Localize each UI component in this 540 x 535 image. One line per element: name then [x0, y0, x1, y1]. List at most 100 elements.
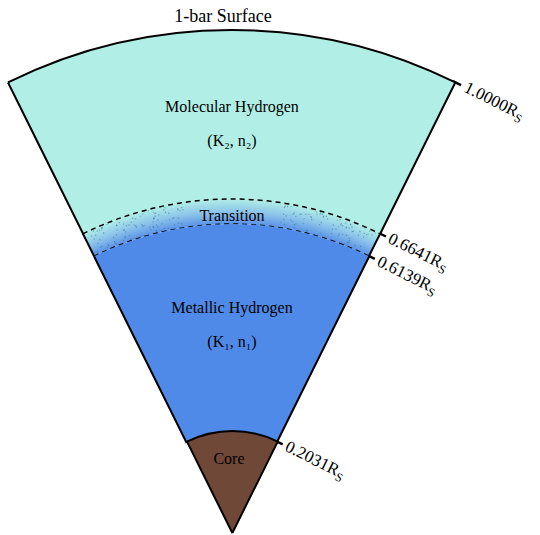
speckle: [346, 227, 347, 228]
speckle: [333, 224, 334, 225]
speckle: [353, 231, 354, 232]
speckle: [285, 206, 286, 207]
speckle: [123, 240, 124, 241]
speckle: [291, 206, 292, 207]
speckle: [132, 218, 133, 219]
speckle: [352, 231, 353, 232]
layer-outline: [94, 256, 369, 443]
speckle: [320, 213, 321, 214]
speckle: [341, 224, 342, 225]
speckle: [125, 231, 126, 232]
speckle: [326, 216, 327, 217]
speckle: [107, 247, 108, 248]
speckle: [358, 234, 359, 235]
speckle: [355, 245, 356, 246]
core-region: Core: [184, 428, 281, 535]
speckle: [346, 234, 347, 235]
speckle: [153, 226, 154, 227]
speckle: [135, 218, 136, 219]
speckle: [360, 246, 361, 247]
speckle: [304, 218, 305, 219]
speckle: [103, 232, 104, 233]
speckle: [144, 225, 145, 226]
speckle: [332, 229, 333, 230]
speckle: [345, 222, 346, 223]
speckle: [116, 225, 117, 226]
speckle: [155, 216, 156, 217]
speckle: [316, 211, 317, 212]
speckle: [99, 230, 100, 231]
speckle: [351, 224, 352, 225]
speckle: [306, 213, 307, 214]
speckle: [349, 240, 350, 241]
speckle: [319, 224, 320, 225]
speckle: [349, 227, 350, 228]
speckle: [303, 223, 304, 224]
speckle: [148, 210, 149, 211]
speckle: [169, 213, 170, 214]
speckle: [181, 223, 182, 224]
speckle: [321, 222, 322, 223]
speckle: [341, 242, 342, 243]
speckle: [320, 233, 321, 234]
speckle: [129, 224, 130, 225]
speckle: [126, 225, 127, 226]
speckle: [369, 230, 370, 231]
speckle: [293, 214, 294, 215]
speckle: [123, 223, 124, 224]
layer-outline: [187, 431, 278, 533]
speckle: [141, 235, 142, 236]
speckle: [142, 226, 143, 227]
speckle: [342, 234, 343, 235]
layer-shape: [91, 221, 372, 446]
speckle: [158, 226, 159, 227]
speckle: [352, 226, 353, 227]
speckle: [94, 238, 95, 239]
speckle: [309, 214, 310, 215]
speckle: [291, 219, 292, 220]
layer-name: Core: [213, 450, 244, 468]
speckle: [183, 209, 184, 210]
speckle: [338, 226, 339, 227]
speckle: [149, 226, 150, 227]
speckle: [366, 234, 367, 235]
speckle: [153, 226, 154, 227]
layer-fill: [187, 431, 278, 533]
speckle: [115, 241, 116, 242]
speckle: [93, 230, 94, 231]
speckle: [98, 250, 99, 251]
speckle: [163, 209, 164, 210]
speckle: [293, 221, 294, 222]
speckle: [177, 208, 178, 209]
layer-parameters: (K₁, n₁): [207, 333, 256, 351]
speckle: [162, 223, 163, 224]
speckle: [159, 214, 160, 215]
speckle: [136, 225, 137, 226]
speckle: [158, 219, 159, 220]
speckle: [165, 228, 166, 229]
speckle: [168, 227, 169, 228]
speckle: [317, 214, 318, 215]
speckle: [281, 222, 282, 223]
speckle: [108, 245, 109, 246]
speckle: [307, 230, 308, 231]
speckle: [320, 212, 321, 213]
speckle: [340, 219, 341, 220]
speckle: [115, 241, 116, 242]
speckle: [97, 230, 98, 231]
speckle: [284, 219, 285, 220]
speckle: [101, 228, 102, 229]
surface-label: 1-bar Surface: [174, 7, 271, 27]
speckle: [372, 234, 373, 235]
speckle: [178, 217, 179, 218]
speckle: [108, 244, 109, 245]
speckle: [360, 231, 361, 232]
speckle: [169, 219, 170, 220]
speckle: [350, 224, 351, 225]
speckle: [174, 224, 175, 225]
speckle: [151, 229, 152, 230]
speckle: [296, 223, 297, 224]
speckle: [165, 207, 166, 208]
speckle: [153, 221, 154, 222]
speckle: [165, 212, 166, 213]
